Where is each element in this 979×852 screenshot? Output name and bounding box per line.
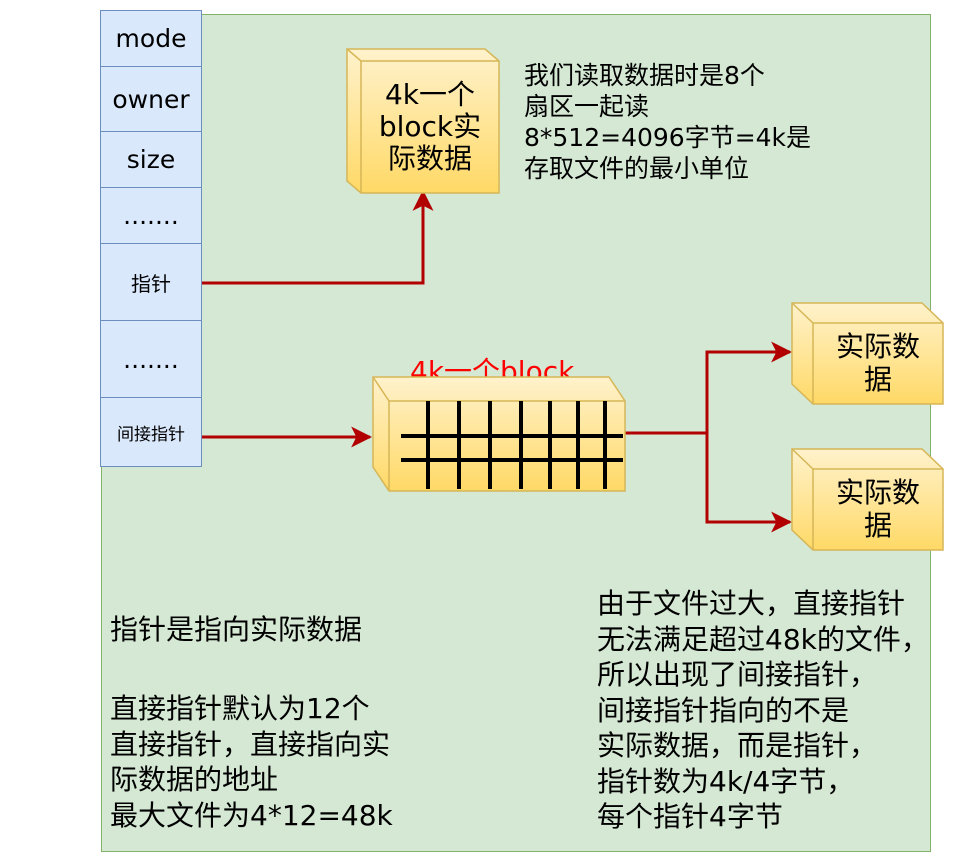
inode-table: mode owner size ....... 指针 ....... 间接指针 xyxy=(100,10,202,467)
pointer-description: 指针是指向实际数据 xyxy=(110,613,363,646)
direct-data-block-label: 4k一个 block实 际数据 xyxy=(378,77,482,176)
inode-field-pointer: 指针 xyxy=(100,243,202,321)
pointer-arrow xyxy=(202,189,434,285)
inode-field-mode: mode xyxy=(100,10,202,67)
direct-pointer-description: 直接指针默认为12个 直接指针，直接指向实 际数据的地址 最大文件为4*12=4… xyxy=(110,692,393,832)
inode-field-indirect-pointer: 间接指针 xyxy=(100,397,202,467)
data-block-1-label: 实际数 据 xyxy=(835,330,920,396)
pointer-grid xyxy=(401,401,623,489)
data-block-2-label: 实际数 据 xyxy=(835,476,920,542)
data-block-1: 实际数 据 xyxy=(791,302,944,405)
block-size-note: 我们读取数据时是8个 扇区一起读 8*512=4096字节=4k是 存取文件的最… xyxy=(524,61,812,183)
data-block-2: 实际数 据 xyxy=(791,448,944,551)
indirect-to-data-arrows xyxy=(624,350,790,524)
direct-data-block: 4k一个 block实 际数据 xyxy=(346,48,500,194)
inode-field-owner: owner xyxy=(100,66,202,132)
indirect-pointer-description: 由于文件过大，直接指针 无法满足超过48k的文件， 所以出现了间接指针， 间接指… xyxy=(597,587,929,834)
indirect-pointer-block xyxy=(372,376,626,492)
